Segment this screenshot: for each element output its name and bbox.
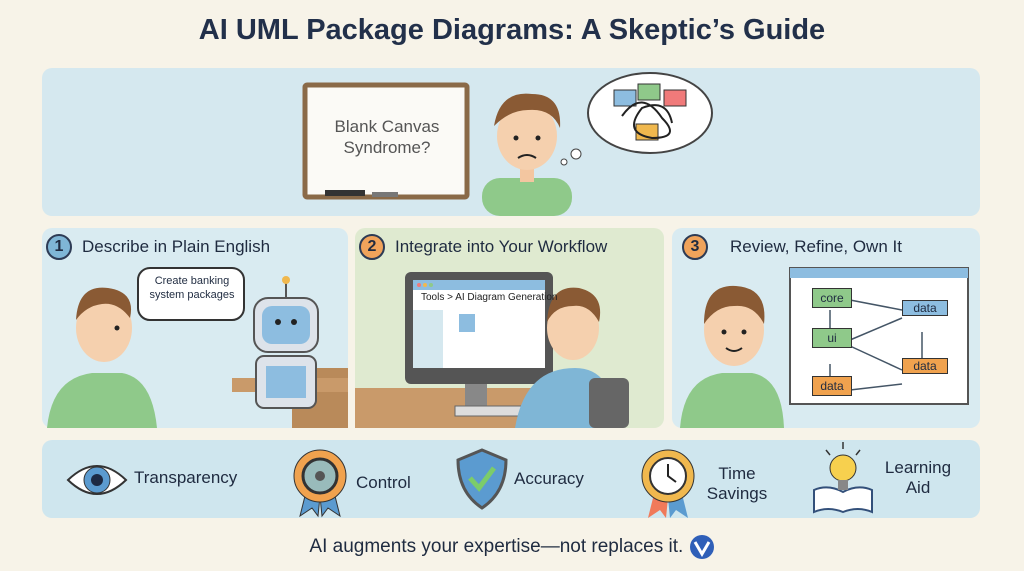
shield-check-icon — [456, 448, 508, 510]
steering-wheel-badge-icon — [293, 449, 347, 518]
package-ui: ui — [812, 328, 852, 348]
speech-bubble: Create banking system packages — [149, 275, 235, 302]
benefit-control: Control — [290, 448, 411, 518]
logo-icon — [689, 535, 714, 559]
blank-canvas-illustration — [302, 72, 713, 216]
step-title: Describe in Plain English — [82, 237, 271, 256]
package-core: core — [812, 288, 852, 308]
benefit-accuracy: Accuracy — [456, 448, 584, 510]
menu-path: Tools > AI Diagram Generation — [421, 292, 558, 303]
package-data: data — [902, 300, 948, 316]
package-data: data — [812, 376, 852, 396]
step-number: 2 — [359, 234, 385, 260]
step-2-panel: 2 Integrate into Your Workflow Tools > AI… — [355, 228, 664, 428]
step-title: Integrate into Your Workflow — [395, 237, 608, 256]
benefit-time-savings: Time Savings — [638, 448, 770, 520]
intro-banner: Blank Canvas Syndrome? — [42, 68, 980, 216]
computer-workflow-illustration — [355, 272, 629, 428]
benefit-transparency: Transparency — [66, 448, 237, 508]
clock-badge-icon — [641, 449, 695, 518]
footer-tagline: AI augments your expertise—not replaces … — [0, 534, 1024, 560]
lightbulb-book-icon — [813, 442, 873, 514]
eye-icon — [66, 465, 128, 495]
benefit-learning-aid: Learning Aid — [810, 440, 954, 516]
step-1-panel: 1 Describe in Plain English Create bankin… — [42, 228, 348, 428]
package-data: data — [902, 358, 948, 374]
page-title: AI UML Package Diagrams: A Skeptic’s Gui… — [198, 14, 826, 46]
step-number: 1 — [46, 234, 72, 260]
whiteboard-text: Blank Canvas Syndrome? — [334, 117, 440, 158]
step-title: Review, Refine, Own It — [730, 237, 902, 256]
step-3-panel: 3 Review, Refine, Own It core data ui dat… — [672, 228, 980, 428]
robot-conversation-illustration — [47, 267, 348, 428]
step-number: 3 — [682, 234, 708, 260]
